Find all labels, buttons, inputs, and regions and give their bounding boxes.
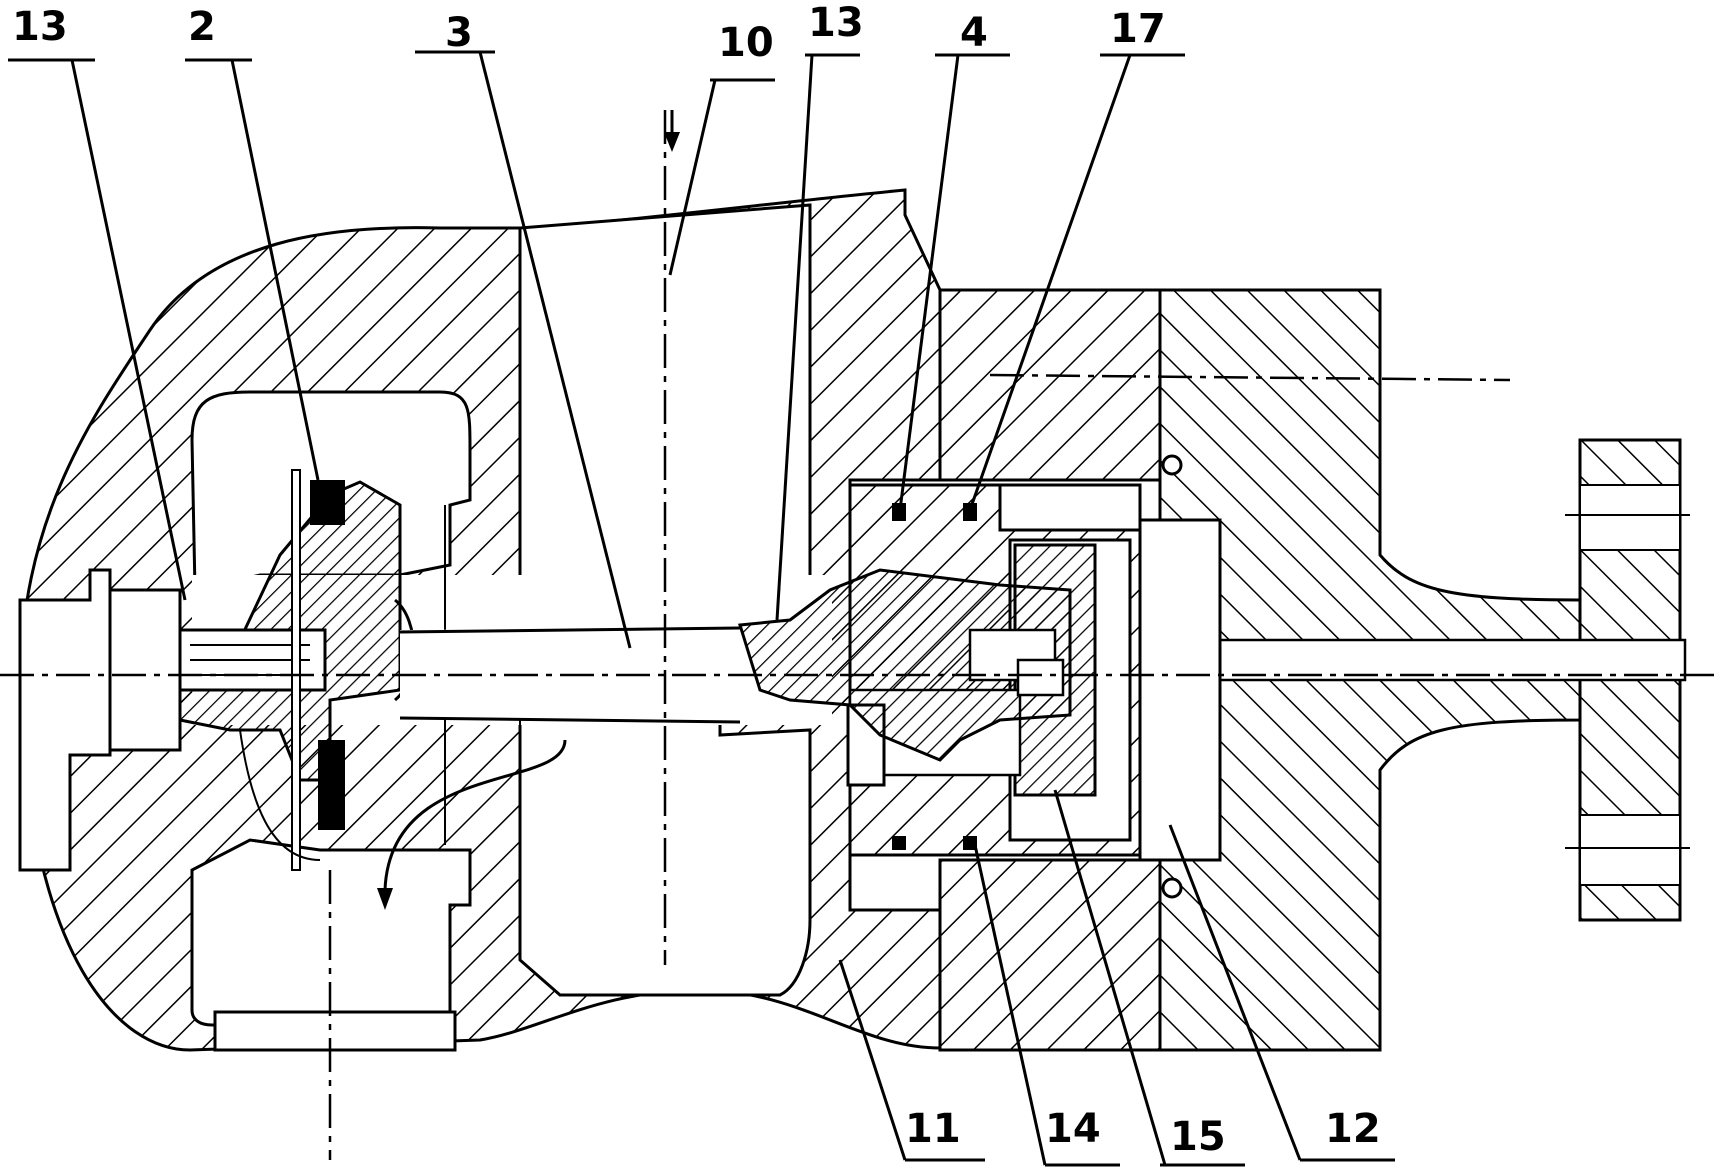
label-14: 14 (1045, 1106, 1101, 1152)
label-13-left: 13 (12, 4, 68, 50)
label-10: 10 (718, 20, 774, 66)
label-17: 17 (1110, 6, 1166, 52)
label-11: 11 (905, 1106, 961, 1152)
label-2: 2 (188, 4, 216, 50)
label-12: 12 (1325, 1106, 1381, 1152)
label-3: 3 (445, 10, 473, 56)
label-4: 4 (960, 10, 988, 56)
label-15: 15 (1170, 1114, 1226, 1160)
label-13-right: 13 (808, 0, 864, 46)
inlet-flow-arrow (664, 110, 680, 152)
